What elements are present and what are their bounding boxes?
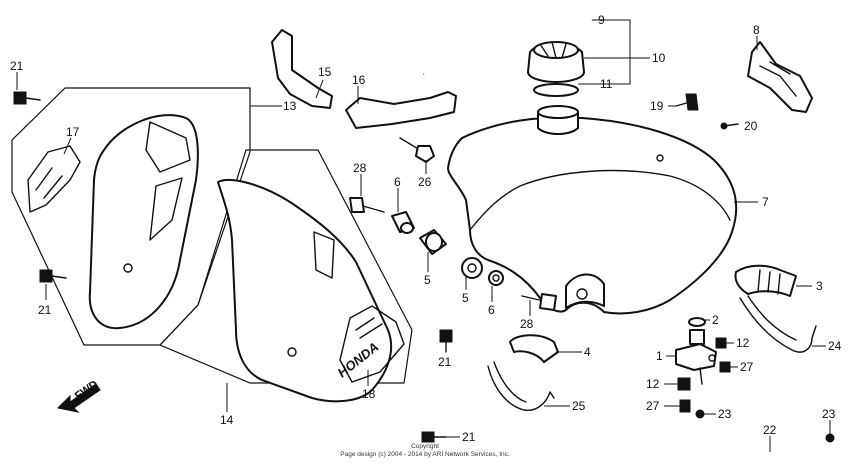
callout-2: 2 bbox=[712, 313, 719, 327]
callout-21-center: 21 bbox=[438, 355, 452, 369]
fuel-cap-10 bbox=[527, 41, 585, 83]
callout-20: 20 bbox=[744, 119, 758, 133]
band-4 bbox=[509, 334, 559, 363]
fuel-tank-7-ridge bbox=[469, 169, 731, 231]
fuel-tank-7-mount bbox=[565, 273, 605, 309]
collar-6-left bbox=[391, 211, 415, 234]
callout-7: 7 bbox=[762, 195, 769, 209]
breather-tube-9-inner bbox=[423, 8, 593, 75]
bolt-26 bbox=[399, 137, 435, 163]
callout-28-left: 28 bbox=[353, 161, 367, 175]
leader-9 bbox=[592, 19, 631, 85]
callout-17: 17 bbox=[66, 125, 80, 139]
callout-19: 19 bbox=[650, 99, 664, 113]
callout-21-bottom: 21 bbox=[462, 430, 476, 444]
screw-12-upper bbox=[715, 337, 727, 349]
leader-17 bbox=[63, 137, 72, 155]
callout-16: 16 bbox=[352, 73, 366, 87]
callout-21-lower-left: 21 bbox=[38, 303, 52, 317]
side-cover-14-grommet bbox=[287, 347, 297, 357]
side-cover-14-slot bbox=[313, 231, 335, 279]
callout-24: 24 bbox=[828, 339, 842, 353]
callout-10: 10 bbox=[652, 51, 666, 65]
screw-19 bbox=[675, 93, 699, 111]
screw-20 bbox=[720, 122, 739, 130]
band-24-inner bbox=[747, 295, 797, 341]
callout-23-left: 23 bbox=[718, 407, 732, 421]
fuel-valve-1 bbox=[675, 329, 717, 385]
bracket-8 bbox=[747, 41, 813, 113]
screw-27-upper bbox=[719, 361, 731, 373]
callout-14: 14 bbox=[220, 413, 234, 427]
band-25-inner bbox=[493, 361, 527, 403]
callout-4: 4 bbox=[584, 345, 591, 359]
fuel-tank-7-mount-hole bbox=[576, 288, 588, 300]
bolt-28-right bbox=[521, 293, 557, 311]
callout-9: 9 bbox=[598, 13, 605, 27]
side-cover-13-grommet bbox=[123, 263, 133, 273]
clip-23-left bbox=[695, 409, 705, 419]
band-25 bbox=[487, 365, 555, 411]
callout-27-lower: 27 bbox=[646, 399, 660, 413]
fuel-tank-7-filler-rim bbox=[537, 105, 579, 119]
screw-27-lower bbox=[679, 399, 691, 413]
collar-6-right bbox=[488, 270, 504, 286]
bolt-21-top-left bbox=[13, 91, 41, 105]
callout-18: 18 bbox=[362, 387, 376, 401]
leader-15 bbox=[315, 79, 324, 99]
decal-17 bbox=[27, 145, 81, 213]
cushion-5-left bbox=[419, 229, 447, 255]
bolt-21-lower-left bbox=[39, 269, 67, 283]
side-cover-13-inner bbox=[145, 121, 191, 241]
clip-23-right bbox=[825, 433, 835, 443]
bolt-21-bottom bbox=[421, 431, 447, 443]
callout-25: 25 bbox=[572, 399, 586, 413]
cushion-3-ribs bbox=[757, 269, 781, 295]
copyright-line: Copyright bbox=[411, 443, 439, 450]
side-cover-13 bbox=[88, 114, 199, 330]
callout-13: 13 bbox=[283, 99, 297, 113]
callout-6-right: 6 bbox=[488, 303, 495, 317]
callout-26: 26 bbox=[418, 175, 432, 189]
cap-gasket-11 bbox=[533, 83, 579, 97]
callout-28-right: 28 bbox=[520, 317, 534, 331]
stay-16 bbox=[345, 91, 457, 129]
callout-23-right: 23 bbox=[822, 407, 836, 421]
callout-8: 8 bbox=[753, 23, 760, 37]
bolt-21-center bbox=[439, 329, 453, 353]
callout-12-upper: 12 bbox=[736, 336, 750, 350]
fuel-tank-7-hole bbox=[656, 154, 664, 162]
callout-11: 11 bbox=[600, 77, 613, 91]
callout-15: 15 bbox=[318, 65, 332, 79]
callout-21-top-left: 21 bbox=[10, 59, 24, 73]
callout-5-right: 5 bbox=[462, 291, 469, 305]
fuel-tank-7 bbox=[447, 116, 738, 315]
callout-22: 22 bbox=[763, 423, 777, 437]
callout-5-left: 5 bbox=[424, 273, 431, 287]
callout-3: 3 bbox=[816, 279, 823, 293]
side-cover-14 bbox=[217, 179, 393, 403]
callout-6-left: 6 bbox=[394, 175, 401, 189]
band-24 bbox=[739, 297, 817, 353]
callout-27-upper: 27 bbox=[740, 360, 754, 374]
callout-1: 1 bbox=[656, 349, 663, 363]
page-design-credit: Page design (c) 2004 - 2014 by ARI Netwo… bbox=[340, 451, 510, 458]
callout-12-lower: 12 bbox=[646, 377, 660, 391]
gasket-2 bbox=[688, 317, 706, 327]
bolt-28-left bbox=[349, 197, 385, 213]
fwd-arrow: FWD bbox=[56, 378, 101, 413]
fuel-tube-22-inner bbox=[696, 413, 829, 458]
cushion-5-right bbox=[461, 257, 483, 279]
cushion-3 bbox=[734, 264, 797, 297]
screw-12-lower bbox=[677, 377, 691, 391]
bracket-15 bbox=[271, 29, 333, 109]
